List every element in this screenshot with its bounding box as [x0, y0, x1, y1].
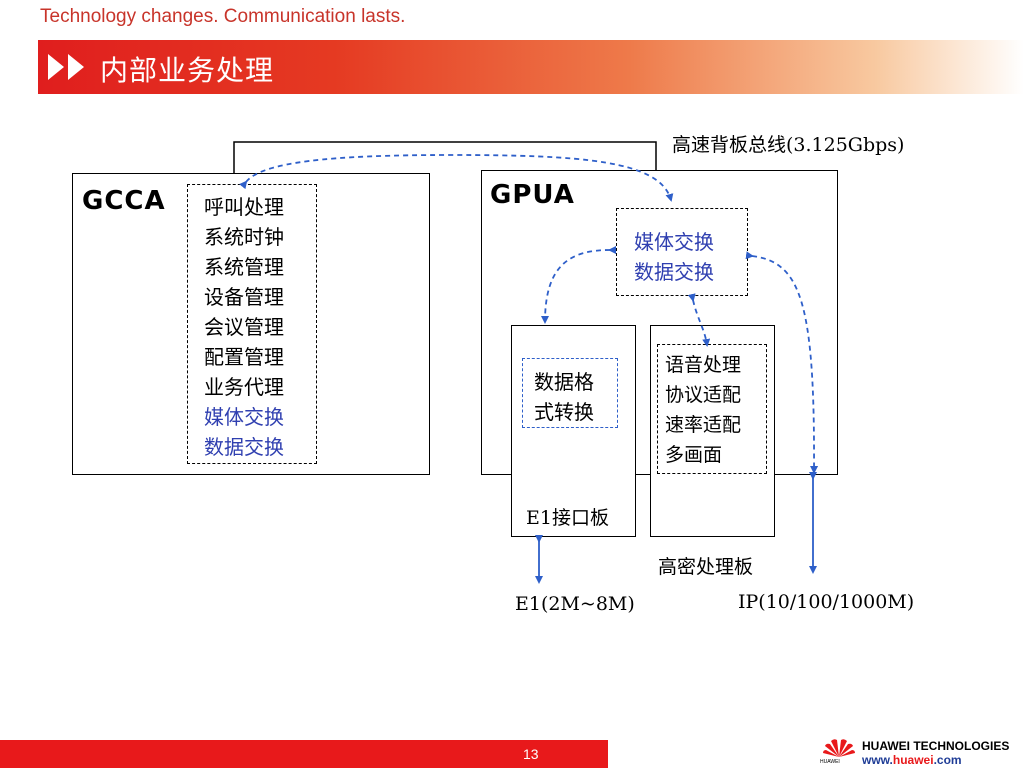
- list-item: 媒体交换: [204, 405, 284, 429]
- hd-function-line: 速率适配: [665, 414, 742, 436]
- company-url[interactable]: www.huawei.com: [862, 753, 962, 767]
- url-brand: huawei: [892, 753, 934, 767]
- backplane-bus-line: [233, 141, 657, 173]
- page-number: 13: [523, 746, 539, 762]
- ip-external-label: IP(10/100/1000M): [738, 591, 915, 613]
- hd-function-line: 多画面: [665, 444, 723, 466]
- e1-board-label: E1接口板: [526, 507, 609, 529]
- list-item: 设备管理: [204, 285, 284, 309]
- url-prefix: www.: [862, 753, 893, 767]
- e1-external-label: E1(2M~8M): [515, 593, 635, 615]
- hd-function-line: 协议适配: [665, 384, 742, 406]
- huawei-flower-icon: [823, 739, 855, 757]
- gpua-switch-line: 数据交换: [634, 260, 714, 284]
- huawei-logo: HUAWEI HUAWEI TECHNOLOGIES www.huawei.co…: [818, 737, 1024, 768]
- hd-board-label: 高密处理板: [658, 556, 754, 578]
- e1-format-line: 数据格: [534, 370, 594, 394]
- list-item: 业务代理: [204, 375, 284, 399]
- double-arrow-icon: [48, 54, 84, 80]
- page-title: 内部业务处理: [100, 54, 275, 87]
- list-item: 配置管理: [204, 345, 284, 369]
- gcca-function-list: 呼叫处理 系统时钟 系统管理 设备管理 会议管理 配置管理 业务代理 媒体交换 …: [204, 192, 284, 462]
- list-item: 会议管理: [204, 315, 284, 339]
- footer-bar: [0, 740, 608, 768]
- tagline: Technology changes. Communication lasts.: [40, 6, 406, 27]
- e1-interface-board: [511, 325, 636, 537]
- list-item: 数据交换: [204, 435, 284, 459]
- backplane-label: 高速背板总线(3.125Gbps): [672, 134, 905, 156]
- title-bar: 内部业务处理: [38, 40, 1024, 94]
- gcca-board-name: GCCA: [82, 186, 166, 216]
- list-item: 系统时钟: [204, 225, 284, 249]
- e1-format-box: [522, 358, 618, 428]
- hd-function-line: 语音处理: [665, 354, 742, 376]
- company-name: HUAWEI TECHNOLOGIES: [862, 739, 1010, 753]
- list-item: 系统管理: [204, 255, 284, 279]
- list-item: 呼叫处理: [204, 195, 284, 219]
- url-suffix: .com: [933, 753, 962, 767]
- gpua-board-name: GPUA: [490, 180, 575, 210]
- gpua-switch-line: 媒体交换: [634, 230, 714, 254]
- e1-format-line: 式转换: [534, 400, 594, 424]
- logo-word: HUAWEI: [820, 759, 840, 765]
